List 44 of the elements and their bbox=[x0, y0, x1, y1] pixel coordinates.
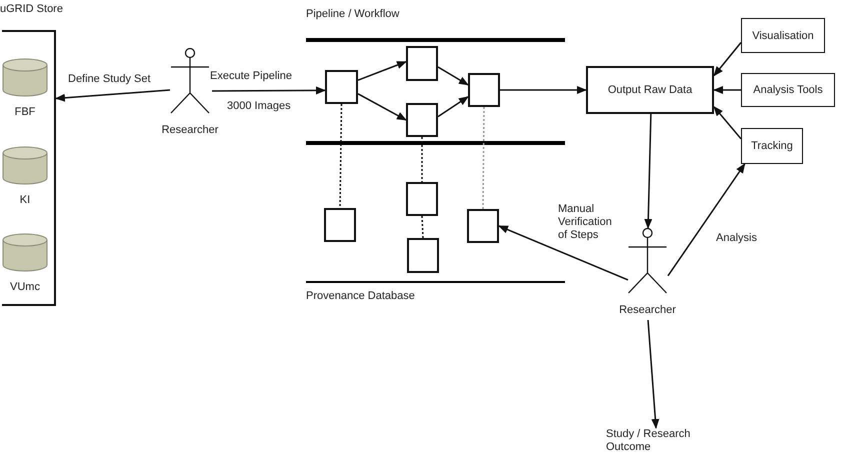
step-box bbox=[468, 73, 500, 107]
edge-label: Manual Verification of Steps bbox=[558, 203, 613, 242]
actor-label: Researcher bbox=[618, 304, 677, 317]
arrow bbox=[358, 61, 407, 81]
arrow bbox=[438, 66, 469, 86]
arrow bbox=[438, 96, 469, 118]
edge-label: Analysis bbox=[716, 232, 757, 245]
dotted-line bbox=[339, 104, 342, 208]
process-box: Visualisation bbox=[741, 18, 825, 53]
arrow bbox=[713, 42, 742, 76]
database-label: KI bbox=[18, 194, 32, 207]
arrow bbox=[212, 86, 326, 94]
arrow bbox=[498, 225, 628, 281]
step-box bbox=[406, 103, 438, 137]
annotation-text: Provenance Database bbox=[306, 290, 415, 303]
dotted-line bbox=[421, 137, 423, 182]
step-box bbox=[406, 46, 438, 81]
edge-label: Define Study Set bbox=[68, 73, 151, 86]
step-box bbox=[407, 238, 439, 273]
arrow bbox=[358, 93, 407, 121]
arrow bbox=[667, 163, 746, 276]
annotation-text: 3000 Images bbox=[227, 100, 291, 113]
process-box: Analysis Tools bbox=[741, 73, 835, 107]
annotation-text: Pipeline / Workflow bbox=[306, 8, 400, 21]
dotted-line bbox=[482, 107, 485, 209]
database-label: VUmc bbox=[9, 281, 41, 294]
edge-label: Execute Pipeline bbox=[210, 70, 292, 83]
step-box bbox=[325, 70, 358, 104]
arrow bbox=[644, 114, 652, 229]
group-title: uGRID Store bbox=[0, 3, 63, 16]
step-box bbox=[324, 208, 356, 242]
outcome-text: Study / Research Outcome bbox=[606, 428, 706, 454]
process-box: Tracking bbox=[741, 128, 803, 164]
dotted-line bbox=[421, 216, 424, 238]
step-box bbox=[406, 182, 438, 216]
arrow bbox=[647, 320, 660, 429]
arrow bbox=[713, 106, 742, 140]
arrow bbox=[500, 86, 587, 94]
actor-label: Researcher bbox=[160, 124, 220, 137]
arrow bbox=[713, 86, 741, 94]
process-box: Output Raw Data bbox=[586, 66, 714, 114]
database-label: FBF bbox=[14, 106, 36, 119]
arrow bbox=[55, 89, 170, 102]
step-box bbox=[467, 209, 499, 243]
